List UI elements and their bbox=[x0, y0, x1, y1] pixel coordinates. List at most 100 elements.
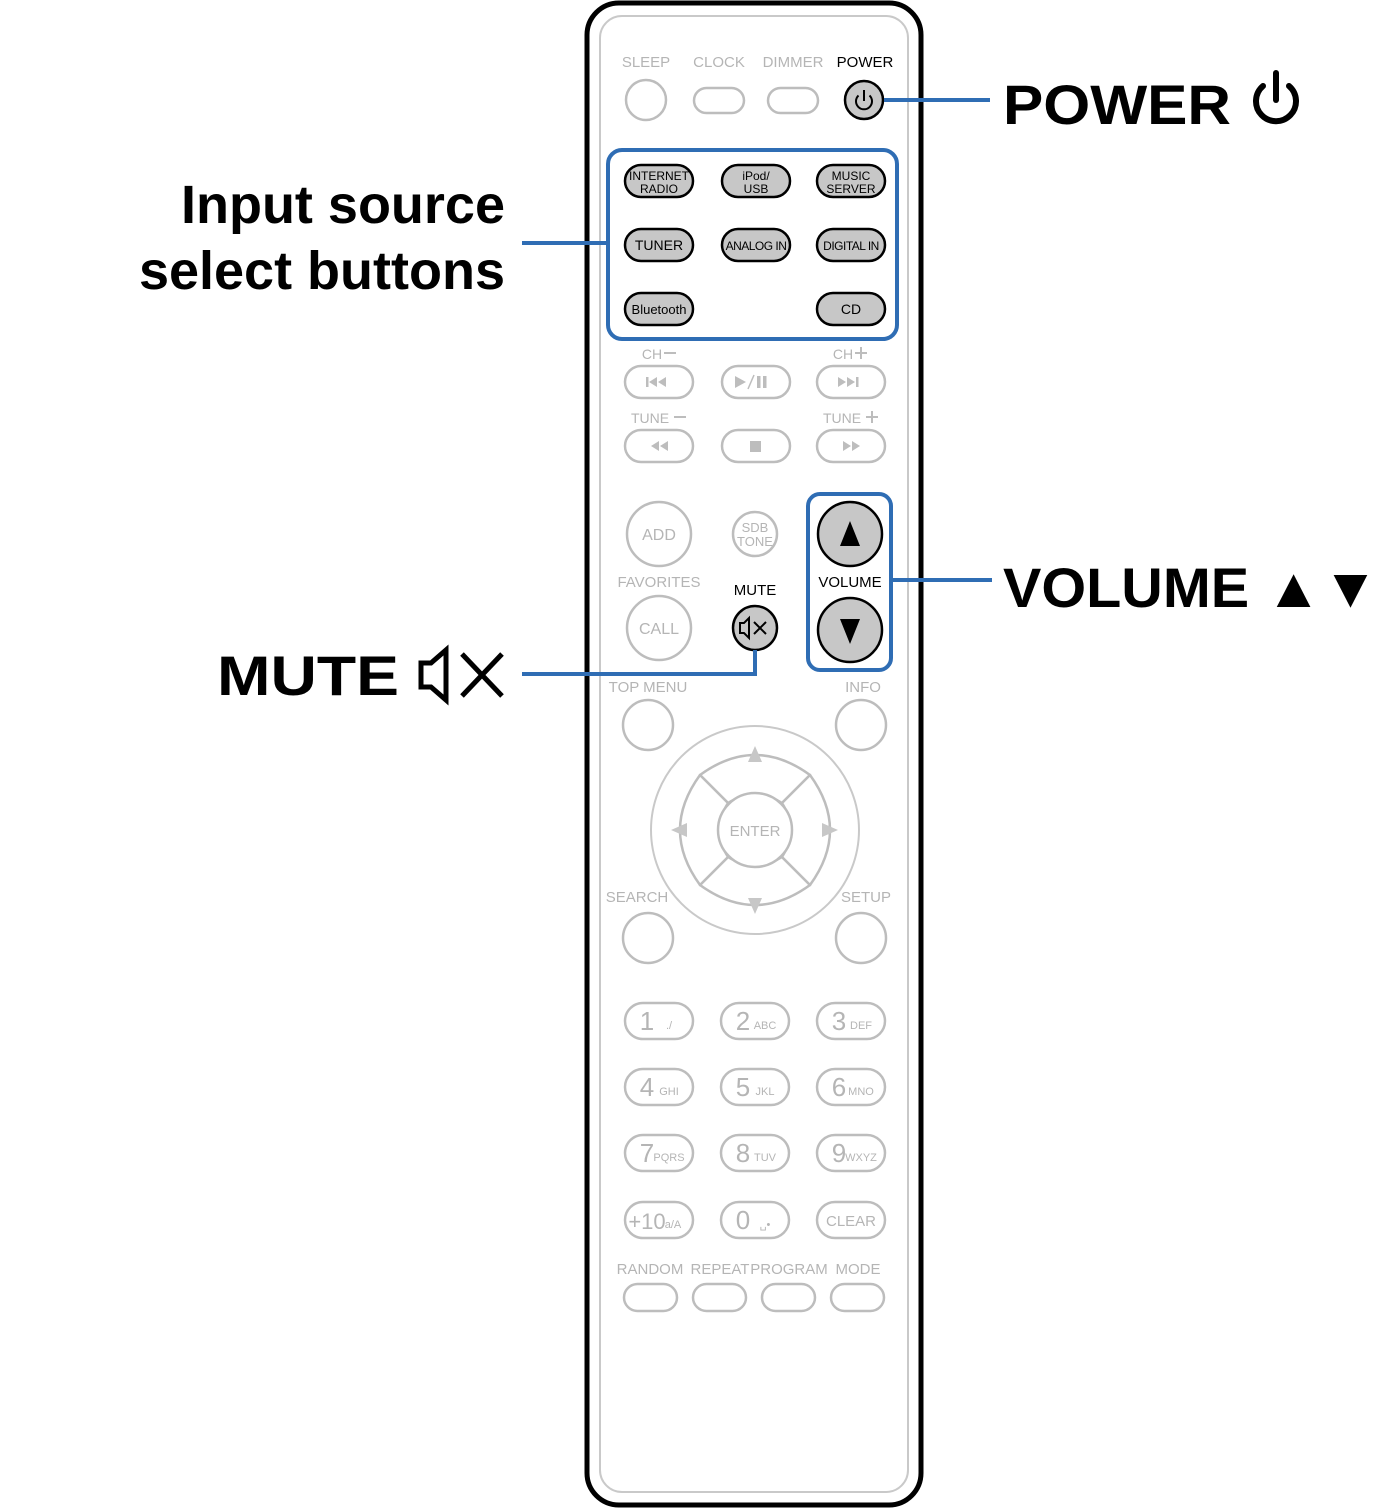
keypad-number: 9 bbox=[832, 1138, 846, 1168]
keypad-button[interactable]: 0␣• bbox=[719, 1200, 791, 1240]
enter-button[interactable]: ENTER bbox=[716, 791, 794, 869]
music-server-label-1: MUSIC bbox=[832, 169, 871, 183]
power-button[interactable] bbox=[843, 79, 885, 121]
mute-icon bbox=[739, 615, 767, 641]
fast-forward-icon bbox=[843, 441, 860, 451]
dimmer-button[interactable] bbox=[766, 86, 820, 115]
mute-callout-line bbox=[522, 650, 757, 676]
keypad-button[interactable]: 1./ bbox=[623, 1001, 695, 1041]
volume-label: VOLUME bbox=[818, 574, 881, 591]
music-server-button[interactable]: MUSIC SERVER bbox=[815, 163, 887, 199]
input-callout-line2: select buttons bbox=[139, 241, 505, 301]
sleep-button[interactable] bbox=[624, 78, 668, 122]
fast-forward-button[interactable] bbox=[815, 428, 887, 464]
program-button[interactable] bbox=[760, 1282, 817, 1313]
stop-icon bbox=[750, 441, 761, 452]
input-callout-line1: Input source bbox=[181, 175, 505, 235]
power-symbol-icon bbox=[1253, 70, 1299, 125]
internet-radio-label-1: INTERNET bbox=[629, 169, 690, 183]
setup-button[interactable] bbox=[834, 911, 888, 965]
ch-plus-label-group: CH bbox=[833, 346, 867, 362]
keypad-letters: ABC bbox=[754, 1020, 777, 1032]
skip-back-icon bbox=[646, 377, 666, 387]
triangle-down-icon bbox=[840, 619, 860, 644]
digital-in-button[interactable]: DIGITAL IN bbox=[815, 227, 887, 263]
cd-button[interactable]: CD bbox=[815, 291, 887, 327]
sleep-label: SLEEP bbox=[622, 54, 670, 71]
tuner-button[interactable]: TUNER bbox=[623, 227, 695, 263]
skip-back-button[interactable] bbox=[623, 364, 695, 400]
music-server-label-2: SERVER bbox=[826, 182, 875, 196]
volume-callout-text: VOLUME ▲▼ bbox=[1003, 556, 1379, 619]
tuner-label: TUNER bbox=[635, 237, 683, 253]
add-label: ADD bbox=[642, 527, 676, 544]
ipod-usb-label-2: USB bbox=[744, 182, 769, 196]
digital-in-label: DIGITAL IN bbox=[823, 239, 879, 253]
keypad-button[interactable]: 5 JKL bbox=[719, 1067, 791, 1107]
power-icon bbox=[855, 90, 873, 111]
keypad-letters: JKL bbox=[756, 1086, 775, 1098]
remote-body-inner bbox=[599, 15, 909, 1493]
rewind-button[interactable] bbox=[623, 428, 695, 464]
keypad-letters: GHI bbox=[659, 1086, 679, 1098]
keypad-button[interactable]: 4 GHI bbox=[623, 1067, 695, 1107]
internet-radio-button[interactable]: INTERNET RADIO bbox=[623, 163, 695, 199]
mute-callout-text: MUTE bbox=[217, 644, 399, 707]
play-pause-button[interactable] bbox=[720, 364, 792, 400]
ipod-usb-button[interactable]: iPod/ USB bbox=[720, 163, 792, 199]
search-button[interactable] bbox=[621, 911, 675, 965]
nav-left-arrow-icon bbox=[671, 823, 687, 837]
mute-button[interactable] bbox=[731, 604, 779, 652]
bluetooth-button[interactable]: Bluetooth bbox=[623, 291, 695, 327]
add-button[interactable]: ADD bbox=[625, 500, 693, 568]
power-label: POWER bbox=[837, 54, 894, 71]
repeat-button[interactable] bbox=[691, 1282, 748, 1313]
info-label: INFO bbox=[845, 679, 881, 696]
cd-label: CD bbox=[841, 301, 861, 317]
analog-in-button[interactable]: ANALOG IN bbox=[720, 227, 792, 263]
volume-up-button[interactable] bbox=[816, 500, 884, 568]
nav-up-arrow-icon bbox=[748, 746, 762, 762]
tune-minus-label: TUNE bbox=[631, 410, 669, 426]
mode-label: MODE bbox=[836, 1261, 881, 1278]
skip-forward-button[interactable] bbox=[815, 364, 887, 400]
call-button[interactable]: CALL bbox=[625, 594, 693, 662]
keypad-letters: DEF bbox=[850, 1020, 872, 1032]
keypad-number: 6 bbox=[832, 1072, 846, 1102]
triangle-up-icon bbox=[840, 521, 860, 546]
keypad-button[interactable]: CLEAR bbox=[815, 1200, 887, 1240]
skip-forward-icon bbox=[838, 377, 859, 387]
top-menu-button[interactable] bbox=[621, 698, 675, 752]
keypad-number: 7 bbox=[640, 1138, 654, 1168]
clock-label: CLOCK bbox=[693, 54, 745, 71]
keypad-letters: MNO bbox=[848, 1086, 874, 1098]
power-callout: POWER bbox=[1003, 70, 1299, 136]
call-label: CALL bbox=[639, 621, 679, 638]
keypad-number: +10 bbox=[628, 1209, 665, 1234]
clock-button[interactable] bbox=[692, 86, 746, 115]
random-button[interactable] bbox=[622, 1282, 679, 1313]
tune-minus-label-group: TUNE bbox=[631, 410, 686, 426]
keypad-number: 8 bbox=[736, 1138, 750, 1168]
keypad-number: 5 bbox=[736, 1072, 750, 1102]
play-pause-icon bbox=[735, 374, 767, 390]
stop-button[interactable] bbox=[720, 428, 792, 464]
mute-speaker-icon bbox=[418, 644, 504, 706]
keypad-number: 4 bbox=[640, 1072, 654, 1102]
info-button[interactable] bbox=[834, 698, 888, 752]
rewind-icon bbox=[651, 441, 668, 451]
keypad-number: 1 bbox=[640, 1006, 654, 1036]
mode-button[interactable] bbox=[829, 1282, 886, 1313]
sdb-tone-button[interactable]: SDB TONE bbox=[731, 510, 779, 558]
keypad-letters: a/A bbox=[665, 1219, 682, 1231]
volume-down-button[interactable] bbox=[816, 596, 884, 664]
tune-plus-label: TUNE bbox=[823, 410, 861, 426]
